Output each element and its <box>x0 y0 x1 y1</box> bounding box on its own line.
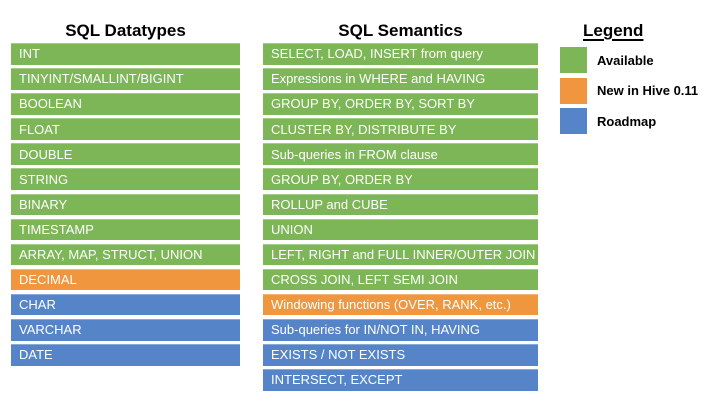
legend-label: Available <box>597 52 654 68</box>
legend-swatch <box>560 108 587 134</box>
table-row: FLOAT <box>11 118 240 140</box>
table-row: CLUSTER BY, DISTRIBUTE BY <box>263 118 538 140</box>
table-row: SELECT, LOAD, INSERT from query <box>263 43 538 65</box>
table-row: TINYINT/SMALLINT/BIGINT <box>11 68 240 90</box>
table-row: Sub-queries in FROM clause <box>263 143 538 165</box>
legend-swatch <box>560 77 587 104</box>
table-row: ARRAY, MAP, STRUCT, UNION <box>11 243 240 266</box>
legend-swatch <box>560 47 587 73</box>
table-row: DECIMAL <box>11 268 240 291</box>
table-row: GROUP BY, ORDER BY <box>263 168 538 190</box>
table-row: BINARY <box>11 193 240 216</box>
legend-item: Available <box>560 47 706 73</box>
datatypes-column: SQL Datatypes INT TINYINT/SMALLINT/BIGINT… <box>11 18 240 366</box>
table-row: UNION <box>263 218 538 241</box>
datatypes-rows: INT TINYINT/SMALLINT/BIGINT BOOLEAN FLOAT DO… <box>11 43 240 366</box>
table-row: INT <box>11 43 240 65</box>
datatypes-column-title: SQL Datatypes <box>65 21 186 40</box>
table-row: EXISTS / NOT EXISTS <box>263 344 538 366</box>
table-row: LEFT, RIGHT and FULL INNER/OUTER JOIN <box>263 243 538 266</box>
legend-label: Roadmap <box>597 113 657 129</box>
table-row: STRING <box>11 168 240 190</box>
table-row: VARCHAR <box>11 319 240 341</box>
semantics-column: SQL Semantics SELECT, LOAD, INSERT from … <box>263 18 538 391</box>
table-row: INTERSECT, EXCEPT <box>263 369 538 391</box>
table-row: Expressions in WHERE and HAVING <box>263 68 538 90</box>
table-row: Windowing functions (OVER, RANK, etc.) <box>263 293 538 316</box>
table-row: CHAR <box>11 293 240 316</box>
table-row: CROSS JOIN, LEFT SEMI JOIN <box>263 268 538 291</box>
legend-item: New in Hive 0.11 <box>560 77 706 104</box>
table-row: DOUBLE <box>11 143 240 165</box>
table-row: BOOLEAN <box>11 93 240 115</box>
legend-title: Legend <box>583 21 644 40</box>
table-row: DATE <box>11 344 240 366</box>
table-row: ROLLUP and CUBE <box>263 193 538 216</box>
semantics-column-title: SQL Semantics <box>338 21 463 40</box>
table-row: Sub-queries for IN/NOT IN, HAVING <box>263 319 538 341</box>
table-row: GROUP BY, ORDER BY, SORT BY <box>263 93 538 115</box>
legend-label: New in Hive 0.11 <box>597 83 699 98</box>
table-row: TIMESTAMP <box>11 218 240 241</box>
legend-item: Roadmap <box>560 108 706 134</box>
